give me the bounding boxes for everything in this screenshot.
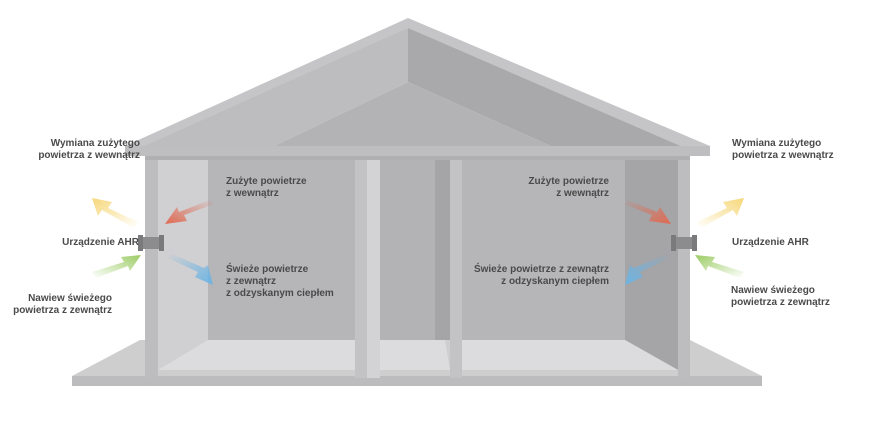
fresh-air-arrow-left xyxy=(168,254,213,285)
intake-arrow-right xyxy=(695,255,744,278)
exhaust-arrow-right xyxy=(697,198,744,228)
label-right-ahr-unit: Urządzenie AHR xyxy=(732,237,809,248)
label-right-inner-used: Zużyte powietrze z wewnątrz xyxy=(528,176,609,199)
wall-frame xyxy=(145,156,690,378)
label-right-inner-fresh: Świeże powietrze z zewnątrz z odzyskanym… xyxy=(473,264,609,287)
label-left-ahr-unit: Urządzenie AHR xyxy=(62,237,139,248)
label-left-exhaust: Wymiana zużytego powietrza z wewnątrz xyxy=(38,138,140,161)
exhaust-arrow-left xyxy=(92,198,138,228)
intake-arrow-left xyxy=(92,255,141,278)
used-air-arrow-right xyxy=(624,200,671,224)
label-right-intake: Nawiew świeżego powietrza z zewnątrz xyxy=(731,285,830,308)
ahr-unit-left xyxy=(138,235,164,251)
label-left-inner-used: Zużyte powietrze z wewnątrz xyxy=(226,176,307,199)
label-right-exhaust: Wymiana zużytego powietrza z wewnątrz xyxy=(732,138,834,161)
label-left-inner-fresh: Świeże powietrze z zewnątrz z odzyskanym… xyxy=(226,264,334,299)
roof xyxy=(125,18,710,158)
label-left-intake: Nawiew świeżego powietrza z zewnątrz xyxy=(13,293,112,316)
used-air-arrow-left xyxy=(165,200,214,224)
ahr-unit-right xyxy=(671,235,697,251)
fresh-air-arrow-right xyxy=(625,254,670,285)
